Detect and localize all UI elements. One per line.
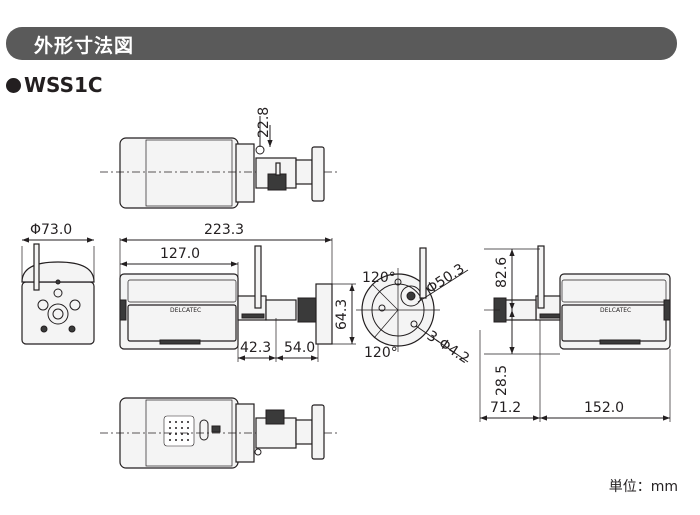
section-title: 外形寸法図 — [34, 35, 135, 57]
speaker-grille-icon — [169, 421, 189, 441]
dim-total-length: 223.3 — [204, 222, 244, 238]
right-side-view: DELCATEC 82.6 28.5 71.2 152.0 — [479, 245, 671, 422]
top-view: 22.8 — [100, 107, 340, 209]
dim-angle-top: 120° — [362, 270, 396, 286]
front-view: Φ73.0 — [21, 222, 95, 345]
brand-label-side: DELCATEC — [170, 307, 201, 314]
section-header: 外形寸法図 — [6, 27, 677, 60]
model-name: WSS1C — [24, 73, 103, 97]
dim-body-length: 127.0 — [160, 246, 200, 262]
dim-mount-offset: 22.8 — [256, 107, 272, 138]
unit-label: 単位：mm — [608, 479, 678, 495]
bullet-icon — [6, 78, 21, 93]
dim-screw-holes: 3-Φ4.2 — [424, 328, 472, 367]
brand-label-right: DELCATEC — [600, 307, 631, 314]
dim-angle-bottom: 120° — [364, 345, 398, 361]
side-view: DELCATEC 223.3 127.0 42.3 54.0 64.3 — [119, 222, 356, 362]
dim-bracket-a: 42.3 — [240, 340, 271, 356]
dim-side-height-bottom: 28.5 — [494, 365, 510, 396]
base-view: 120° 120° Φ50.3 3-Φ4.2 — [356, 247, 472, 367]
dim-front-diameter: Φ73.0 — [30, 222, 72, 238]
dim-bracket-b: 54.0 — [284, 340, 315, 356]
model-heading: WSS1C — [6, 73, 103, 97]
dim-side-height-top: 82.6 — [494, 257, 510, 288]
dim-base-diameter: Φ50.3 — [423, 261, 467, 297]
dim-side-depth: 71.2 — [490, 400, 521, 416]
dim-side-length: 152.0 — [584, 400, 624, 416]
bottom-view — [100, 397, 340, 469]
dim-base-height: 64.3 — [334, 299, 350, 330]
